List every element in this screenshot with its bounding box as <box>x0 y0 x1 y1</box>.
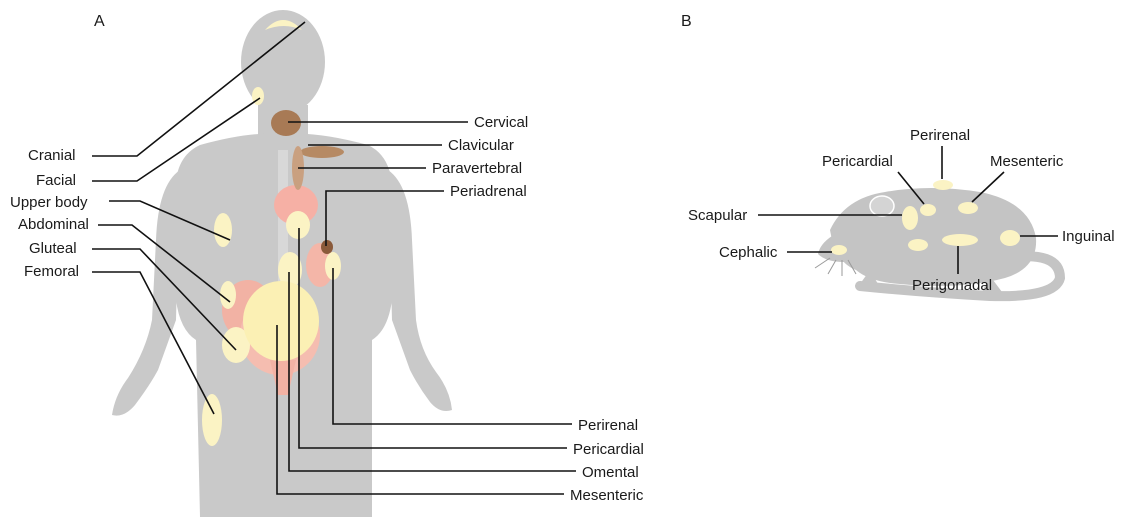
label-omental: Omental <box>582 464 639 481</box>
human-bottom-labels: Perirenal Pericardial Omental Mesenteric <box>570 417 644 504</box>
mouse-label-scapular: Scapular <box>688 207 747 224</box>
mouse-label-inguinal: Inguinal <box>1062 228 1115 245</box>
label-periadrenal: Periadrenal <box>450 183 527 200</box>
mouse-label-pericardial: Pericardial <box>822 153 893 170</box>
label-paravertebral: Paravertebral <box>432 160 522 177</box>
label-facial: Facial <box>36 172 76 189</box>
label-upper-body: Upper body <box>10 194 88 211</box>
label-abdominal: Abdominal <box>18 216 89 233</box>
human-right-labels: Cervical Clavicular Paravertebral Periad… <box>432 114 528 200</box>
label-perirenal: Perirenal <box>578 417 638 434</box>
label-clavicular: Clavicular <box>448 137 514 154</box>
label-gluteal: Gluteal <box>29 240 77 257</box>
label-cervical: Cervical <box>474 114 528 131</box>
panel-b-label: B <box>681 13 692 30</box>
mouse-label-cephalic: Cephalic <box>719 244 778 261</box>
mouse-label-perigonadal: Perigonadal <box>912 277 992 294</box>
mouse-label-perirenal: Perirenal <box>910 127 970 144</box>
label-pericardial: Pericardial <box>573 441 644 458</box>
label-mesenteric: Mesenteric <box>570 487 644 504</box>
label-femoral: Femoral <box>24 263 79 280</box>
human-left-labels: Cranial Facial Upper body Abdominal Glut… <box>10 147 89 280</box>
label-cranial: Cranial <box>28 147 76 164</box>
panel-a-label: A <box>94 13 105 30</box>
mouse-label-mesenteric: Mesenteric <box>990 153 1064 170</box>
